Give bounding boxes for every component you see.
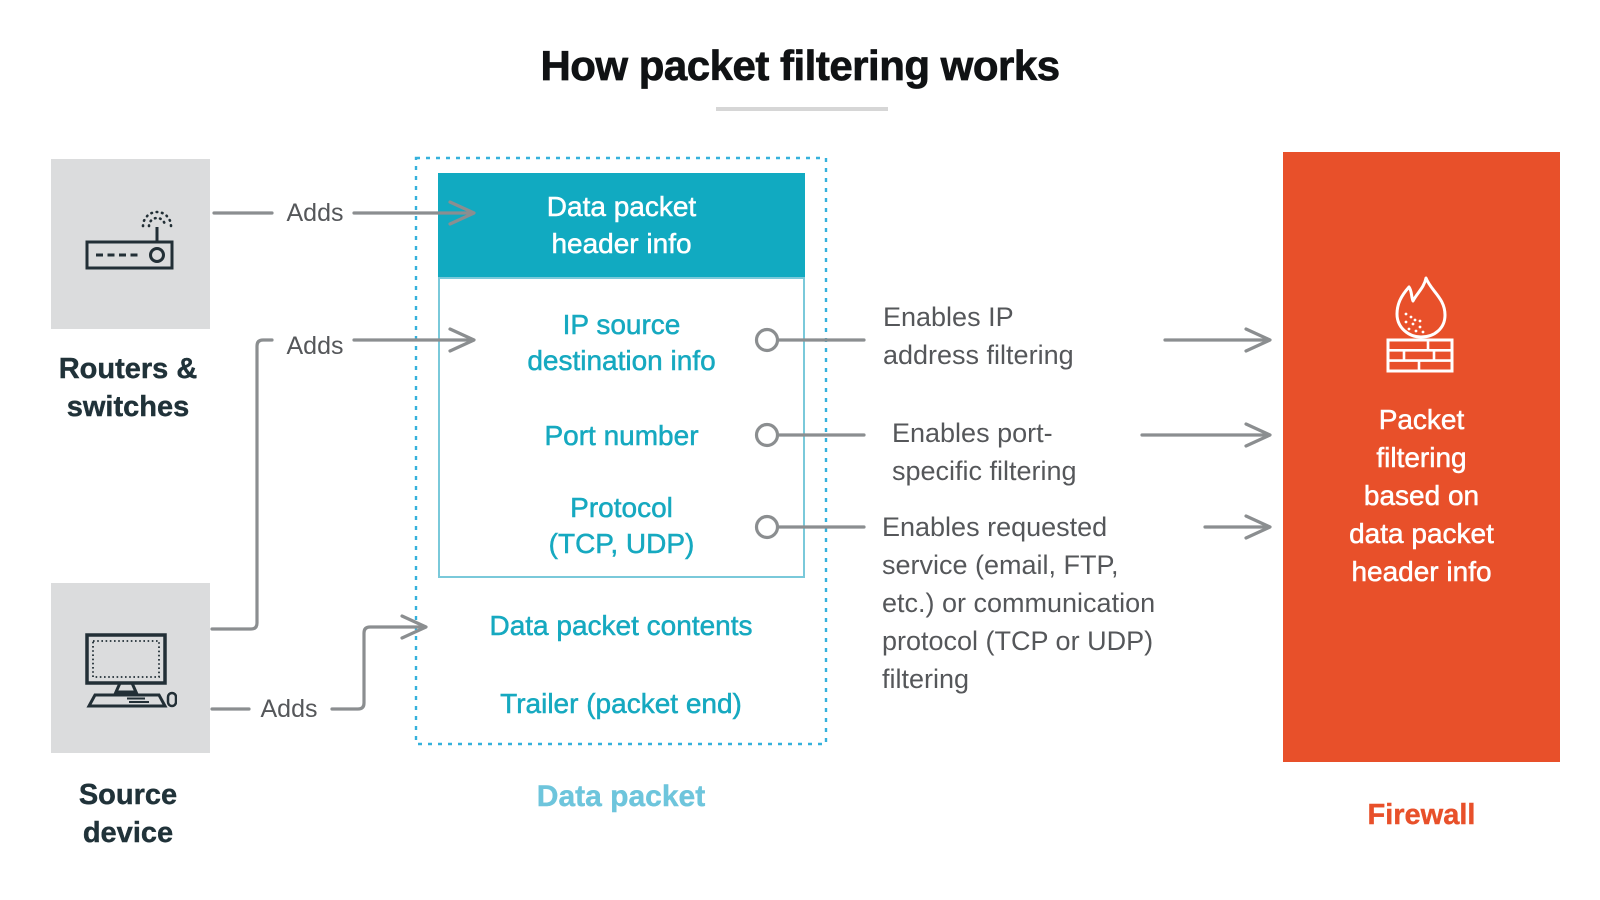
firewall-flame-icon: [1386, 276, 1454, 373]
adds-label-2: Adds: [286, 332, 344, 360]
data-packet-contents-row: Data packet contents: [489, 610, 753, 642]
data-packet-header-box: Data packet header info: [438, 173, 805, 277]
source-device-label: Source device: [78, 779, 178, 849]
adds-connector-2: [210, 327, 476, 631]
data-packet-header-text: Data packet header info: [546, 191, 697, 260]
effect-protocol-filtering: Enables requested service (email, FTP, e…: [882, 512, 1156, 694]
effect-port-filtering: Enables port- specific filtering: [892, 418, 1077, 486]
adds-label-1: Adds: [286, 199, 344, 227]
field-ip-source-destination: IP source destination info: [527, 309, 716, 377]
flame-spark-dots: [1404, 312, 1425, 334]
page-title: How packet filtering works: [540, 42, 1060, 90]
field-port-number: Port number: [544, 420, 699, 452]
adds-label-3: Adds: [260, 695, 318, 723]
firewall-box: [1283, 152, 1560, 762]
firewall-description: Packet filtering based on data packet he…: [1349, 404, 1494, 588]
router-icon: [85, 210, 174, 270]
computer-icon: [85, 633, 177, 708]
routers-switches-label: Routers & switches: [58, 353, 198, 423]
firewall-caption: Firewall: [1367, 799, 1476, 831]
effect-ip-filtering: Enables IP address filtering: [883, 302, 1074, 370]
routers-switches-box: [51, 159, 210, 329]
source-device-box: [51, 583, 210, 753]
field-protocol: Protocol (TCP, UDP): [548, 492, 695, 560]
trailer-row: Trailer (packet end): [500, 688, 742, 720]
data-packet-caption: Data packet: [536, 780, 706, 813]
title-underline: [716, 107, 888, 111]
